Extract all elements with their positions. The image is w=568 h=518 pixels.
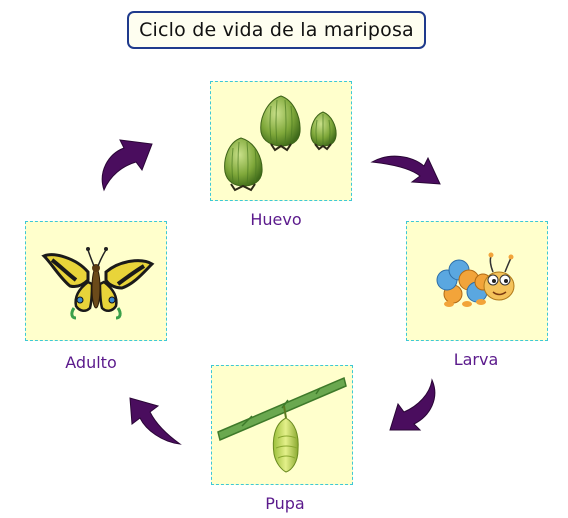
cycle-arrow-icon <box>129 397 182 445</box>
stage-pupa-box <box>211 365 353 485</box>
cycle-arrow-icon <box>389 378 436 431</box>
caterpillar-icon <box>436 252 515 307</box>
stage-egg-box <box>210 81 352 201</box>
stage-label-egg: Huevo <box>250 210 302 229</box>
stage-larva-box <box>406 221 548 341</box>
stage-adult-box <box>25 221 167 341</box>
title-text: Ciclo de vida de la mariposa <box>139 19 414 41</box>
egg-icon <box>224 95 337 192</box>
cycle-arrow-icon <box>101 139 153 192</box>
stage-label-larva: Larva <box>453 350 499 369</box>
cycle-arrow-icon <box>370 155 441 185</box>
chrysalis-icon <box>217 376 347 473</box>
butterfly-icon <box>41 247 155 320</box>
stage-label-adult: Adulto <box>65 353 117 372</box>
diagram-title: Ciclo de vida de la mariposa <box>127 11 426 49</box>
stage-label-pupa: Pupa <box>265 494 305 513</box>
